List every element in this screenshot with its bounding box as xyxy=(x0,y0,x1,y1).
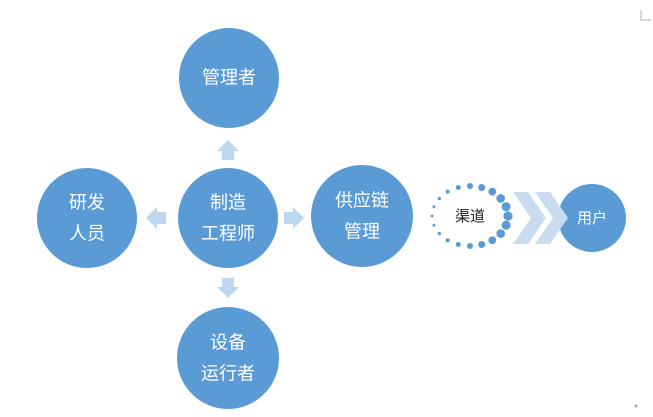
channel-dot xyxy=(445,189,450,194)
arrow-up xyxy=(217,140,239,160)
node-ops-label-line1: 设备 xyxy=(210,333,246,354)
node-supply: 供应链 管理 xyxy=(311,165,413,267)
node-rnd: 研发 人员 xyxy=(37,168,137,268)
channel-dot xyxy=(432,223,436,227)
corner-mark-top-right xyxy=(640,10,651,21)
node-mfg-label-line2: 工程师 xyxy=(201,224,255,245)
channel-dot xyxy=(488,236,497,245)
arrow-down xyxy=(217,278,239,298)
channel-dot xyxy=(445,238,450,243)
node-rnd-label-line2: 人员 xyxy=(69,224,105,245)
arrow-right xyxy=(284,207,304,229)
channel-dot xyxy=(432,205,436,209)
channel-dot xyxy=(467,243,473,249)
node-supply-label-line2: 管理 xyxy=(344,222,380,243)
channel-dot xyxy=(478,241,486,248)
node-ops-label-line2: 运行者 xyxy=(201,364,255,385)
channel-dot xyxy=(501,202,511,212)
node-ops: 设备 运行者 xyxy=(177,307,279,409)
chevron-arrows xyxy=(513,192,568,244)
channel-label: 渠道 xyxy=(455,207,485,225)
channel-dot xyxy=(437,196,441,201)
node-rnd-label-line1: 研发 xyxy=(69,193,105,214)
node-supply-label-line1: 供应链 xyxy=(335,191,389,212)
channel-dot xyxy=(430,214,434,218)
node-user-label: 用户 xyxy=(577,209,607,227)
node-user: 用户 xyxy=(558,184,626,252)
node-manager: 管理者 xyxy=(179,28,279,128)
node-mfg-label-line1: 制造 xyxy=(210,193,246,214)
arrow-left xyxy=(146,207,166,229)
corner-dot xyxy=(634,404,638,408)
channel-dot xyxy=(496,229,506,238)
channel-dot xyxy=(455,242,461,247)
channel-dot xyxy=(455,185,461,190)
node-mfg: 制造 工程师 xyxy=(178,168,278,268)
channel-dot-ring xyxy=(430,183,513,249)
node-manager-label: 管理者 xyxy=(202,68,256,89)
channel-dot xyxy=(467,183,473,189)
channel-dot xyxy=(501,220,511,230)
chevron-1 xyxy=(513,192,546,244)
channel-dot xyxy=(503,211,513,221)
channel-dot xyxy=(437,231,441,236)
channel-dot xyxy=(488,187,497,196)
chevron-2 xyxy=(535,192,568,244)
channel-dot xyxy=(478,184,486,191)
channel-dot xyxy=(496,194,506,203)
